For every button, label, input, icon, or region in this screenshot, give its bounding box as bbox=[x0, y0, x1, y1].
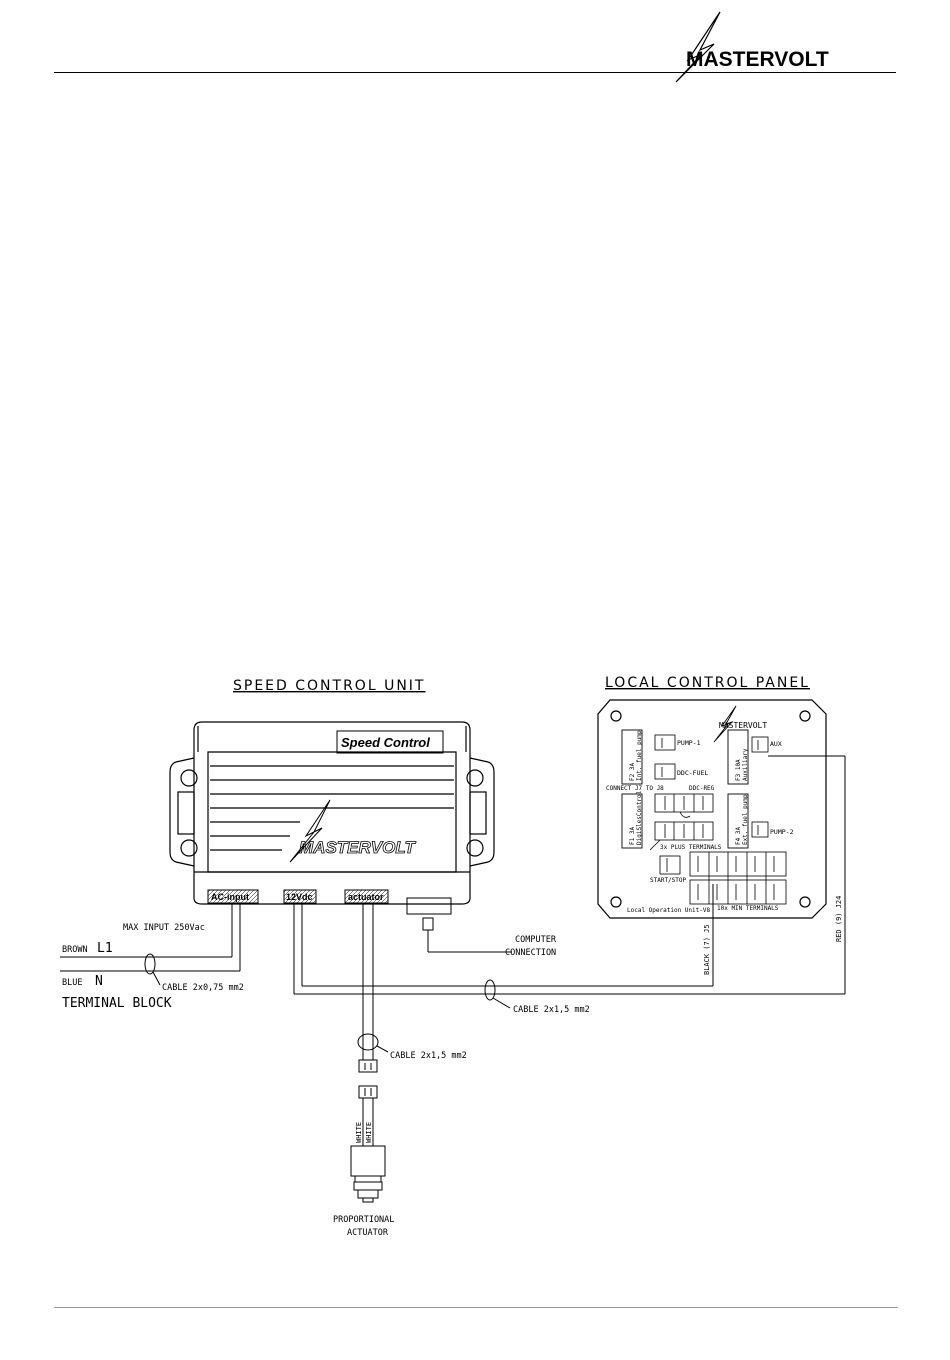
start-stop-label: START/STOP bbox=[650, 877, 687, 884]
white-wire-2-label: WHITE bbox=[365, 1122, 373, 1143]
cable-small-label: CABLE 2x0,75 mm2 bbox=[162, 983, 244, 993]
computer-connector bbox=[406, 897, 512, 953]
computer-label: COMPUTER bbox=[515, 935, 557, 945]
actuator-port bbox=[344, 889, 389, 904]
ac-input-label: AC-input bbox=[211, 892, 249, 902]
cable-main-label: CABLE 2x1,5 mm2 bbox=[513, 1005, 590, 1015]
unit-brand-wordmark: MASTERVOLT bbox=[299, 838, 416, 857]
actuator-name-line1: PROPORTIONAL bbox=[333, 1215, 394, 1225]
terminal-block-label: TERMINAL BLOCK bbox=[62, 996, 172, 1011]
fuse-f1-label: F1 3ADigiSlesControl bbox=[629, 790, 643, 845]
speed-control-unit-heading: SPEED CONTROL UNIT bbox=[233, 678, 425, 694]
ac-wiring bbox=[60, 904, 241, 986]
pump2-label: PUMP-2 bbox=[770, 828, 794, 836]
header-rule bbox=[54, 72, 896, 73]
actuator-port-label: actuator bbox=[348, 892, 384, 902]
speed-control-unit bbox=[169, 721, 495, 905]
panel-footer-label: Local Operation Unit-V8 bbox=[627, 907, 710, 914]
dc-port-label: 12Vdc bbox=[286, 892, 313, 902]
actuator-name-line2: ACTUATOR bbox=[347, 1228, 389, 1238]
local-control-panel bbox=[597, 699, 827, 919]
connect-label: CONNECT J7 TO J8 bbox=[606, 785, 664, 792]
speed-control-badge-text: Speed Control bbox=[341, 735, 430, 750]
max-input-label: MAX INPUT 250Vac bbox=[123, 923, 205, 933]
footer-rule bbox=[54, 1307, 898, 1308]
l1-label: L1 bbox=[97, 941, 113, 956]
red-wire-label: RED (9) J24 bbox=[835, 896, 843, 942]
ac-input-port bbox=[207, 889, 259, 904]
white-wire-1-label: WHITE bbox=[355, 1122, 363, 1143]
black-wire-label: BLACK (7) J5 bbox=[703, 924, 711, 975]
dc-port bbox=[283, 889, 317, 904]
fuse-f2-label: F2 3AInt. fuel pump bbox=[629, 730, 643, 781]
panel-brand: MASTERVOLT bbox=[719, 721, 767, 730]
pump1-label: PUMP-1 bbox=[677, 739, 701, 747]
fuse-blocks bbox=[621, 729, 749, 849]
plus-terminals-label: 3x PLUS TERMINALS bbox=[660, 844, 722, 851]
n-label: N bbox=[95, 974, 103, 989]
fuse-f4-label: F4 3AExt. fuel pump bbox=[735, 794, 749, 845]
speed-control-badge bbox=[336, 730, 444, 754]
cable-actuator-label: CABLE 2x1,5 mm2 bbox=[390, 1051, 467, 1061]
brand-wordmark: MASTERVOLT bbox=[686, 48, 829, 71]
brown-label: BROWN bbox=[62, 945, 88, 955]
min-terminals-label: 10x MIN TERMINALS bbox=[717, 905, 779, 912]
connection-label: CONNECTION bbox=[505, 948, 556, 958]
main-cable bbox=[293, 755, 846, 1009]
actuator-cable bbox=[350, 904, 389, 1203]
ddc-reg-label: DDC-REG bbox=[689, 785, 715, 792]
ddc-fuel-label: DDC-FUEL bbox=[677, 769, 708, 777]
lightning-bolt-icon bbox=[675, 11, 721, 83]
local-control-panel-heading: LOCAL CONTROL PANEL bbox=[605, 675, 810, 691]
fuse-f3-label: F3 10AAuxiliary bbox=[735, 748, 749, 781]
blue-label: BLUE bbox=[62, 978, 82, 988]
panel-relays bbox=[649, 734, 787, 905]
mastervolt-logo: MASTERVOLT bbox=[668, 8, 908, 86]
aux-label: AUX bbox=[770, 740, 782, 748]
